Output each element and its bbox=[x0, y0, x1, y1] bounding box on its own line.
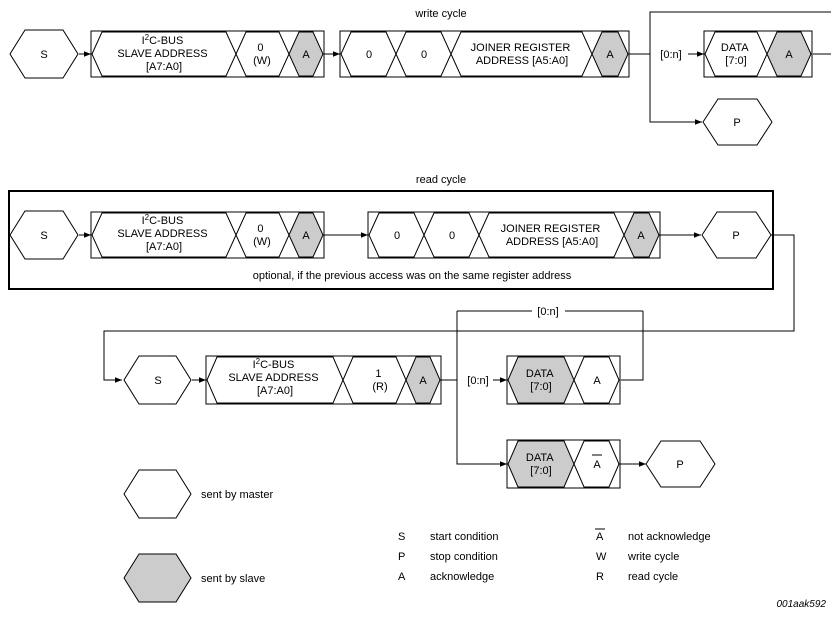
read-ack-3-label: A bbox=[419, 375, 427, 387]
legend-text-read: read cycle bbox=[628, 571, 678, 583]
write-ack-2 bbox=[591, 31, 629, 77]
read-start2-hexagon bbox=[123, 355, 192, 405]
read-ack-2-label: A bbox=[637, 230, 645, 242]
write-bit-2: 0 bbox=[421, 49, 427, 61]
legend-text-nack: not acknowledge bbox=[628, 531, 711, 543]
write-start-label: S bbox=[40, 49, 47, 61]
legend-symbol-s: S bbox=[398, 531, 405, 543]
read-repeat-top-label: [0:n] bbox=[537, 306, 558, 318]
write-stop-hexagon bbox=[702, 98, 773, 146]
write-repeat-label: [0:n] bbox=[660, 49, 681, 61]
write-stop-label: P bbox=[733, 117, 740, 129]
legend-text-stop: stop condition bbox=[430, 551, 498, 563]
read-start-label: S bbox=[40, 230, 47, 242]
write-ack-1-label: A bbox=[302, 49, 310, 61]
write-data: DATA [7:0] bbox=[721, 42, 751, 67]
legend-text-start: start condition bbox=[430, 531, 498, 543]
read-ack-2 bbox=[623, 212, 660, 258]
write-slave-address: I2C-BUS SLAVE ADDRESS [A7:A0] bbox=[117, 33, 210, 73]
read-nack-branch bbox=[456, 380, 507, 467]
write-ack-3-label: A bbox=[785, 49, 793, 61]
read-start-hexagon bbox=[9, 210, 79, 260]
read-bit-2: 0 bbox=[449, 230, 455, 242]
write-cycle-title: write cycle bbox=[414, 8, 466, 20]
read-slave-address2: I2C-BUS SLAVE ADDRESS [A7:A0] bbox=[228, 357, 321, 397]
read-cycle-title: read cycle bbox=[416, 174, 466, 186]
write-bit-1: 0 bbox=[366, 49, 372, 61]
read-data2 bbox=[507, 440, 575, 488]
read-data2-label: DATA [7:0] bbox=[526, 452, 556, 477]
write-ack-2-label: A bbox=[606, 49, 614, 61]
legend-symbol-r: R bbox=[596, 571, 604, 583]
legend-slave-hexagon bbox=[123, 553, 192, 603]
legend-text-ack: acknowledge bbox=[430, 571, 494, 583]
read-slave-address: I2C-BUS SLAVE ADDRESS [A7:A0] bbox=[117, 213, 210, 253]
legend-symbol-p: P bbox=[398, 551, 405, 563]
read-connector-line bbox=[103, 234, 795, 383]
legend-master-hexagon bbox=[123, 469, 192, 519]
read-ack-4-label: A bbox=[593, 375, 601, 387]
write-ack-1 bbox=[288, 31, 324, 77]
figure-id: 001aak592 bbox=[777, 599, 827, 610]
read-rw-bit2: 1 (R) bbox=[372, 368, 387, 393]
write-stop-branch bbox=[649, 54, 702, 125]
read-data1-label: DATA [7:0] bbox=[526, 368, 556, 393]
write-rw-bit: 0 (W) bbox=[253, 42, 271, 67]
read-stop2-hexagon bbox=[645, 440, 716, 488]
read-optional-frame bbox=[8, 190, 774, 290]
legend-slave-label: sent by slave bbox=[201, 573, 265, 585]
write-data-block bbox=[703, 30, 813, 78]
read-ack-3 bbox=[405, 356, 441, 404]
read-stop-label: P bbox=[732, 230, 739, 242]
legend-master-label: sent by master bbox=[201, 489, 273, 501]
read-stop2-label: P bbox=[676, 459, 683, 471]
legend-symbol-w: W bbox=[596, 551, 607, 563]
read-repeat-label: [0:n] bbox=[467, 375, 488, 387]
read-rw-bit: 0 (W) bbox=[253, 223, 271, 248]
legend-symbol-a: A bbox=[398, 571, 406, 583]
read-optional-note: optional, if the previous access was on … bbox=[253, 270, 572, 282]
write-start-hexagon bbox=[9, 29, 79, 79]
read-data1 bbox=[507, 356, 575, 404]
read-ack-1 bbox=[288, 212, 324, 258]
read-start2-label: S bbox=[154, 375, 161, 387]
legend-symbol-nack: A bbox=[596, 531, 604, 543]
write-register-address: JOINER REGISTER ADDRESS [A5:A0] bbox=[471, 42, 574, 67]
write-loop-line bbox=[649, 11, 831, 55]
read-nack-label: A bbox=[593, 459, 601, 471]
read-bit-1: 0 bbox=[394, 230, 400, 242]
read-ack-1-label: A bbox=[302, 230, 310, 242]
read-data1-block bbox=[506, 355, 621, 405]
legend-text-write: write cycle bbox=[627, 551, 679, 563]
write-ack-3 bbox=[766, 31, 812, 77]
read-register-address: JOINER REGISTER ADDRESS [A5:A0] bbox=[501, 223, 604, 248]
